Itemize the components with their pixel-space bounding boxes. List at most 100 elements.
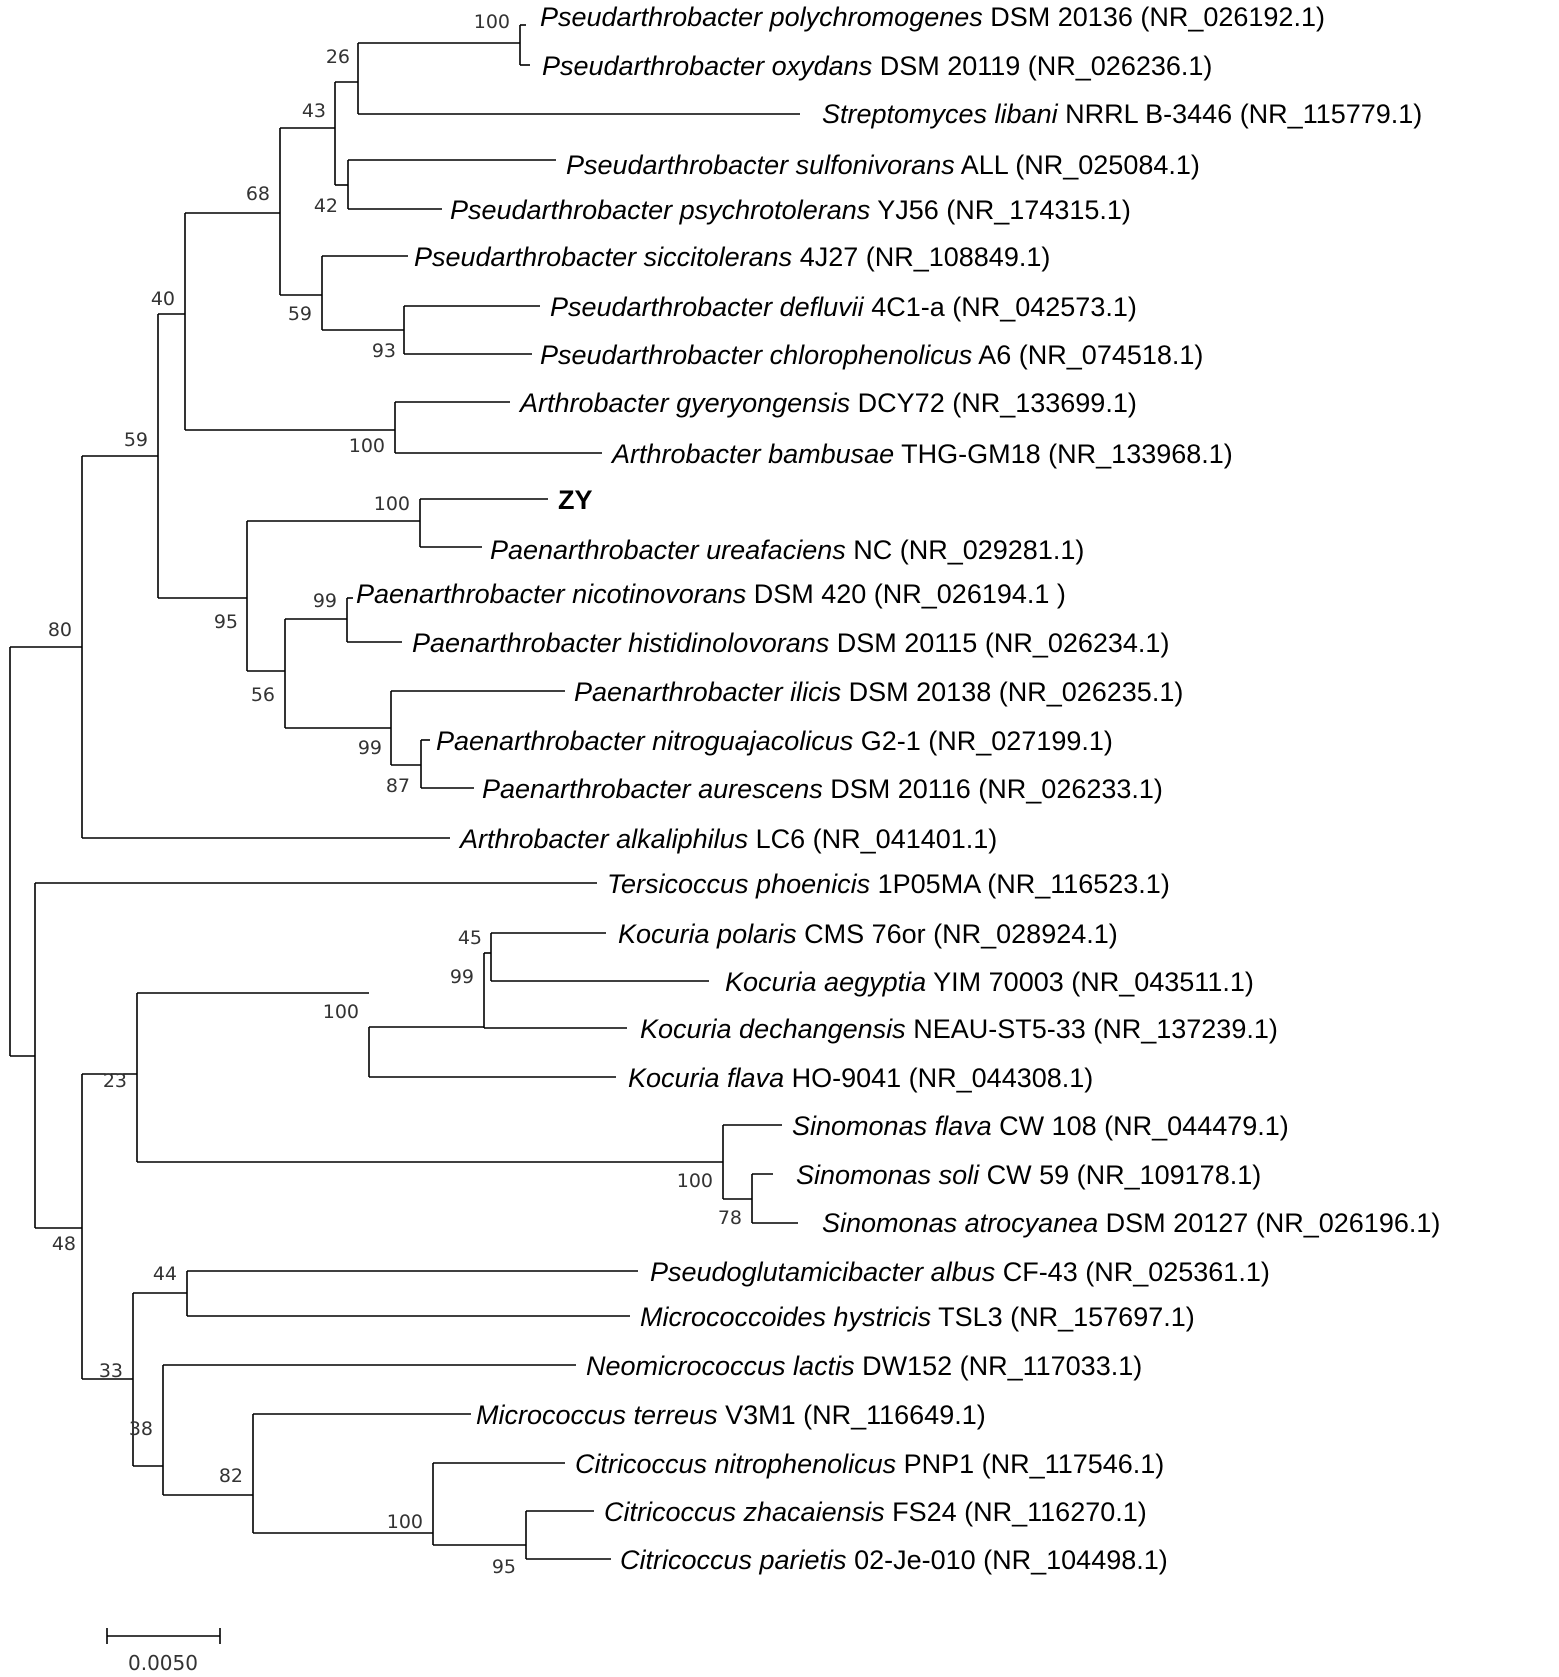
strain-accession: CW 108 (NR_044479.1) (992, 1111, 1289, 1141)
species-name: Kocuria dechangensis (640, 1014, 906, 1044)
strain-accession: A6 (NR_074518.1) (972, 340, 1203, 370)
bootstrap-value: 33 (99, 1360, 123, 1382)
taxon-label: Citricoccus parietis 02-Je-010 (NR_10449… (620, 1545, 1168, 1575)
species-name: Pseudarthrobacter siccitolerans (414, 242, 792, 272)
scale-bar: 0.0050 (106, 1628, 221, 1675)
bootstrap-value: 87 (386, 775, 410, 797)
bootstrap-value: 45 (458, 927, 482, 949)
bootstrap-values: 100 26 43 42 68 59 93 40 100 59 100 99 9… (48, 11, 742, 1578)
bootstrap-value: 99 (313, 590, 337, 612)
taxon-label: Paenarthrobacter ilicis DSM 20138 (NR_02… (574, 677, 1183, 707)
taxon-label: Sinomonas atrocyanea DSM 20127 (NR_02619… (822, 1208, 1440, 1238)
strain-accession: V3M1 (NR_116649.1) (718, 1400, 986, 1430)
bootstrap-value: 100 (349, 435, 385, 457)
species-name: Paenarthrobacter ilicis (574, 677, 841, 707)
bootstrap-value: 59 (124, 429, 148, 451)
taxon-label: Pseudarthrobacter sulfonivorans ALL (NR_… (566, 150, 1200, 180)
strain-accession: LC6 (NR_041401.1) (748, 824, 997, 854)
strain-accession: HO-9041 (NR_044308.1) (784, 1063, 1093, 1093)
species-name: Paenarthrobacter aurescens (482, 774, 823, 804)
taxon-label: Sinomonas soli CW 59 (NR_109178.1) (796, 1160, 1261, 1190)
strain-accession: DSM 20136 (NR_026192.1) (983, 2, 1325, 32)
species-name: Arthrobacter bambusae (610, 439, 894, 469)
bootstrap-value: 100 (323, 1001, 359, 1023)
species-name: Paenarthrobacter nitroguajacolicus (436, 726, 853, 756)
strain-accession: 4C1-a (NR_042573.1) (864, 292, 1137, 322)
species-name: Pseudarthrobacter defluvii (550, 292, 865, 322)
bootstrap-value: 44 (153, 1263, 177, 1285)
strain-accession: CF-43 (NR_025361.1) (995, 1257, 1270, 1287)
species-name: Tersicoccus phoenicis (607, 869, 870, 899)
taxon-label: Neomicrococcus lactis DW152 (NR_117033.1… (586, 1351, 1142, 1381)
bootstrap-value: 56 (251, 684, 275, 706)
taxon-label: Kocuria polaris CMS 76or (NR_028924.1) (618, 919, 1118, 949)
bootstrap-value: 48 (52, 1233, 76, 1255)
bootstrap-value: 95 (492, 1556, 516, 1578)
taxon-label: Paenarthrobacter nitroguajacolicus G2-1 … (436, 726, 1113, 756)
taxon-label: Tersicoccus phoenicis 1P05MA (NR_116523.… (607, 869, 1170, 899)
strain-accession: DSM 20119 (NR_026236.1) (872, 51, 1212, 81)
species-name: Pseudarthrobacter chlorophenolicus (540, 340, 972, 370)
strain-accession: 02-Je-010 (NR_104498.1) (847, 1545, 1168, 1575)
bootstrap-value: 38 (129, 1418, 153, 1440)
species-name: Paenarthrobacter histidinolovorans (412, 628, 829, 658)
taxon-label: Arthrobacter gyeryongensis DCY72 (NR_133… (518, 388, 1137, 418)
species-name: Paenarthrobacter nicotinovorans (356, 579, 746, 609)
species-name: Sinomonas soli (796, 1160, 980, 1190)
bootstrap-value: 43 (302, 100, 326, 122)
bootstrap-value: 100 (677, 1170, 713, 1192)
bootstrap-value: 80 (48, 619, 72, 641)
strain-accession: PNP1 (NR_117546.1) (896, 1449, 1164, 1479)
taxon-label: Micrococcus terreus V3M1 (NR_116649.1) (476, 1400, 986, 1430)
strain-accession: FS24 (NR_116270.1) (885, 1497, 1147, 1527)
species-name: Arthrobacter alkaliphilus (458, 824, 748, 854)
taxon-label: Kocuria dechangensis NEAU-ST5-33 (NR_137… (640, 1014, 1278, 1044)
bootstrap-value: 82 (219, 1465, 243, 1487)
species-name: Sinomonas flava (792, 1111, 992, 1141)
taxon-label: Pseudoglutamicibacter albus CF-43 (NR_02… (650, 1257, 1270, 1287)
taxon-label: Arthrobacter bambusae THG-GM18 (NR_13396… (610, 439, 1233, 469)
taxon-label: Arthrobacter alkaliphilus LC6 (NR_041401… (458, 824, 997, 854)
taxon-label: Paenarthrobacter aurescens DSM 20116 (NR… (482, 774, 1163, 804)
taxon-label: Micrococcoides hystricis TSL3 (NR_157697… (640, 1302, 1195, 1332)
taxon-label: Pseudarthrobacter siccitolerans 4J27 (NR… (414, 242, 1050, 272)
bootstrap-value: 95 (214, 611, 238, 633)
strain-accession: DSM 20127 (NR_026196.1) (1098, 1208, 1440, 1238)
bootstrap-value: 23 (103, 1070, 127, 1092)
taxon-label: Paenarthrobacter nicotinovorans DSM 420 … (356, 579, 1066, 609)
species-name: Micrococcoides hystricis (640, 1302, 931, 1332)
taxon-label: Pseudarthrobacter chlorophenolicus A6 (N… (540, 340, 1203, 370)
taxon-labels: Pseudarthrobacter polychromogenes DSM 20… (356, 2, 1440, 1575)
species-name: Pseudarthrobacter oxydans (542, 51, 872, 81)
strain-accession: THG-GM18 (NR_133968.1) (894, 439, 1233, 469)
bootstrap-value: 100 (387, 1511, 423, 1533)
taxon-label: Kocuria aegyptia YIM 70003 (NR_043511.1) (725, 967, 1254, 997)
species-name: Paenarthrobacter ureafaciens (490, 535, 846, 565)
taxon-label: Kocuria flava HO-9041 (NR_044308.1) (628, 1063, 1093, 1093)
species-name: Micrococcus terreus (476, 1400, 718, 1430)
species-name: Kocuria flava (628, 1063, 784, 1093)
species-name: Kocuria polaris (618, 919, 797, 949)
strain-accession: DW152 (NR_117033.1) (855, 1351, 1143, 1381)
bootstrap-value: 99 (450, 966, 474, 988)
species-name: Citricoccus nitrophenolicus (575, 1449, 896, 1479)
strain-accession: 4J27 (NR_108849.1) (792, 242, 1050, 272)
taxon-label: Pseudarthrobacter psychrotolerans YJ56 (… (450, 195, 1131, 225)
strain-accession: YJ56 (NR_174315.1) (870, 195, 1131, 225)
strain-accession: DSM 420 (NR_026194.1 ) (746, 579, 1066, 609)
strain-accession: 1P05MA (NR_116523.1) (870, 869, 1170, 899)
species-name: Pseudarthrobacter polychromogenes (540, 2, 983, 32)
taxon-label: Pseudarthrobacter polychromogenes DSM 20… (540, 2, 1325, 32)
species-name: Citricoccus zhacaiensis (604, 1497, 885, 1527)
bootstrap-value: 42 (314, 195, 338, 217)
bootstrap-value: 100 (374, 493, 410, 515)
species-name: Pseudarthrobacter sulfonivorans (566, 150, 955, 180)
strain-accession: NRRL B-3446 (NR_115779.1) (1058, 99, 1423, 129)
species-name: Arthrobacter gyeryongensis (518, 388, 850, 418)
taxon-label: Pseudarthrobacter defluvii 4C1-a (NR_042… (550, 292, 1137, 322)
bootstrap-value: 26 (326, 46, 350, 68)
species-name: Sinomonas atrocyanea (822, 1208, 1098, 1238)
taxon-label: Citricoccus zhacaiensis FS24 (NR_116270.… (604, 1497, 1147, 1527)
strain-accession: DSM 20116 (NR_026233.1) (823, 774, 1163, 804)
